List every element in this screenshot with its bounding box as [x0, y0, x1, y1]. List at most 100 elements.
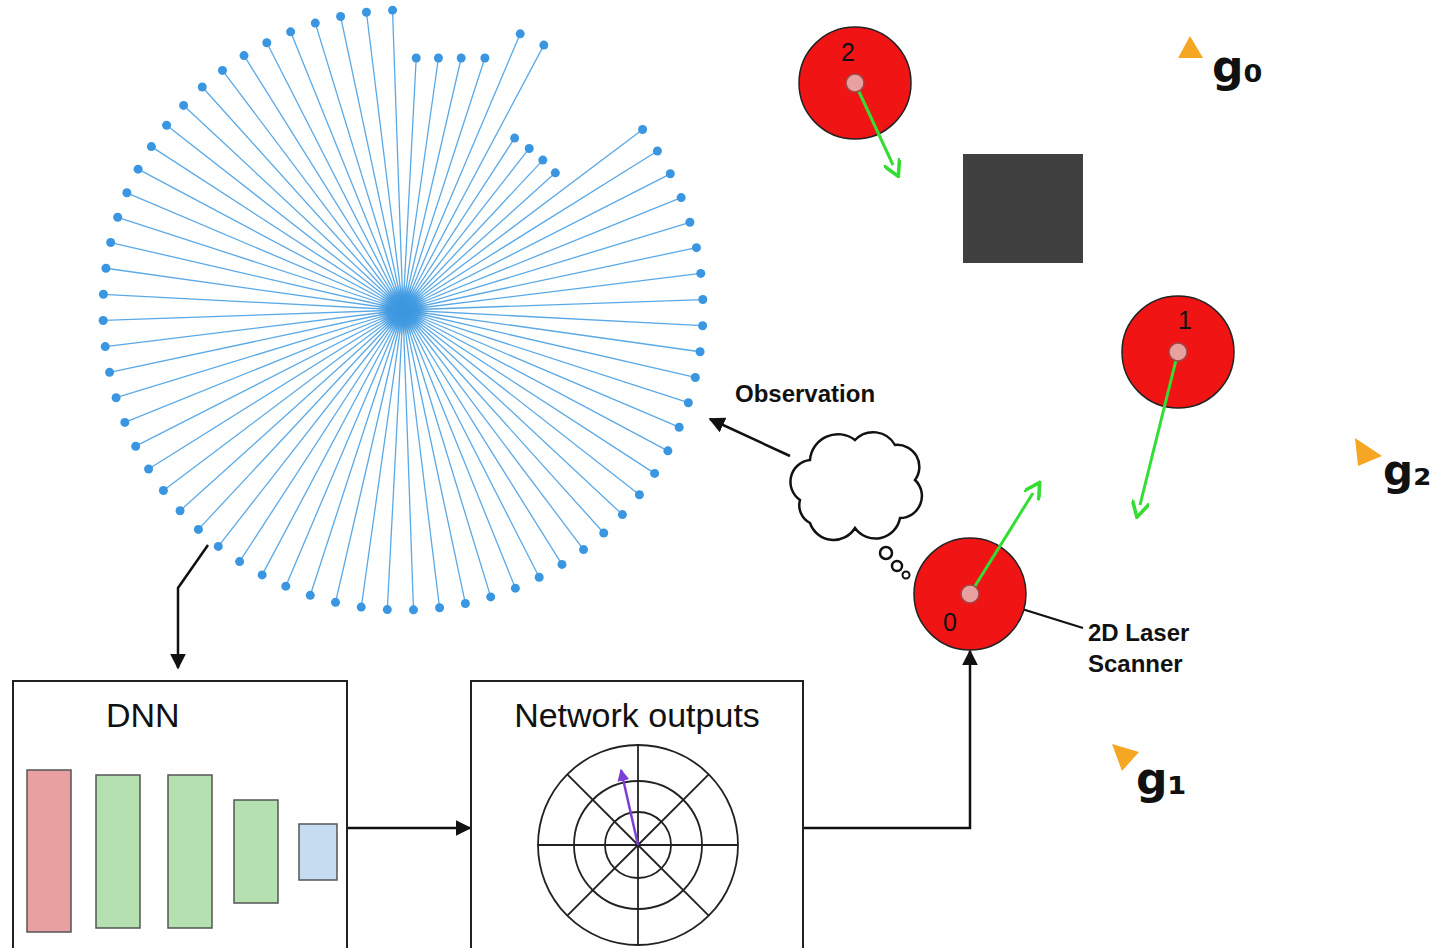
scan-center: [377, 284, 429, 336]
laser-point: [434, 54, 443, 63]
laser-ray: [403, 300, 703, 310]
polar-plot: [538, 745, 738, 945]
laser-point: [599, 528, 608, 537]
laser-point: [198, 83, 207, 92]
observation-arrow: [710, 419, 790, 456]
laser-ray: [127, 193, 403, 310]
laser-ray: [403, 310, 539, 577]
laser-ray: [262, 310, 403, 575]
laser-point: [539, 41, 548, 50]
laser-point: [235, 557, 244, 566]
laser-ray: [198, 310, 403, 529]
laser-point: [113, 213, 122, 222]
laser-point: [134, 165, 143, 174]
laser-ray: [103, 294, 403, 310]
laser-point: [698, 321, 707, 330]
laser-point: [409, 605, 418, 614]
laser-point: [336, 12, 345, 21]
laser-ray: [403, 310, 584, 550]
laser-point: [666, 169, 675, 178]
laser-point: [311, 19, 320, 28]
laser-point: [663, 446, 672, 455]
laser-point: [635, 490, 644, 499]
robot-number: 0: [943, 608, 957, 637]
laser-ray: [138, 169, 403, 310]
laser-ray: [403, 58, 416, 310]
laser-ray: [403, 310, 679, 427]
laser-ray: [403, 310, 413, 610]
velocity-arrow: [1140, 352, 1178, 505]
laser-point: [147, 142, 156, 151]
laser-ray: [184, 105, 403, 310]
laser-point: [262, 38, 271, 47]
laser-ray: [136, 310, 403, 446]
laser-scan: [99, 6, 708, 615]
laser-point: [653, 147, 662, 156]
laser-point: [638, 125, 647, 134]
laser-point: [557, 560, 566, 569]
laser-ray: [403, 174, 670, 310]
laser-point: [511, 584, 520, 593]
laser-point: [535, 573, 544, 582]
laser-ray: [387, 310, 403, 610]
dnn-layers: [27, 770, 337, 932]
robot-agent: 2: [798, 26, 912, 140]
laser-point: [618, 510, 627, 519]
goal-marker: [1178, 36, 1203, 58]
laser-point: [538, 156, 547, 165]
observation-label: Observation: [735, 378, 875, 409]
goal-label: g₂: [1383, 444, 1431, 499]
laser-point: [240, 51, 249, 60]
laser-ray: [244, 56, 403, 310]
laser-ray: [163, 310, 403, 491]
module-box: Network outputs: [470, 680, 804, 948]
laser-ray: [403, 310, 622, 515]
laser-point: [696, 347, 705, 356]
polar-spoke: [638, 774, 709, 845]
thought-cloud: [790, 432, 921, 540]
laser-point: [258, 570, 267, 579]
goal-marker: [1112, 744, 1139, 771]
laser-ray: [103, 310, 403, 320]
laser-ray: [403, 45, 544, 310]
laser-ray: [403, 58, 485, 310]
laser-ray: [403, 129, 643, 310]
robot-body: [799, 27, 911, 139]
goal-marker: [1355, 438, 1382, 466]
polar-ring: [538, 745, 738, 945]
laser-point: [101, 264, 110, 273]
laser-point: [516, 29, 525, 38]
robot-body: [914, 538, 1026, 650]
laser-point: [112, 393, 121, 402]
laser-ray: [116, 310, 403, 398]
laser-ray: [403, 310, 562, 564]
laser-point: [99, 316, 108, 325]
laser-point: [696, 269, 705, 278]
action-vector: [621, 770, 638, 845]
velocity-arrow: [855, 83, 893, 165]
laser-point: [162, 121, 171, 130]
laser-point: [281, 582, 290, 591]
laser-ray: [403, 310, 703, 326]
robot-body: [1122, 296, 1234, 408]
laser-point: [650, 469, 659, 478]
goal-label: g₁: [1136, 750, 1187, 807]
laser-point: [383, 605, 392, 614]
thought-bubble: [903, 572, 910, 579]
laser-point: [176, 506, 185, 515]
scan-to-dnn-arrow: [178, 545, 208, 668]
laser-ray: [403, 34, 520, 310]
laser-point: [106, 238, 115, 247]
laser-point: [692, 243, 701, 252]
flow-arrow: [804, 651, 970, 828]
laser-point: [698, 295, 707, 304]
laser-scanner: [961, 585, 979, 603]
laser-point: [685, 218, 694, 227]
thought-bubble: [880, 547, 892, 559]
robot-shape: [913, 537, 1027, 651]
sensor-label: 2D Laser Scanner: [1088, 617, 1218, 679]
